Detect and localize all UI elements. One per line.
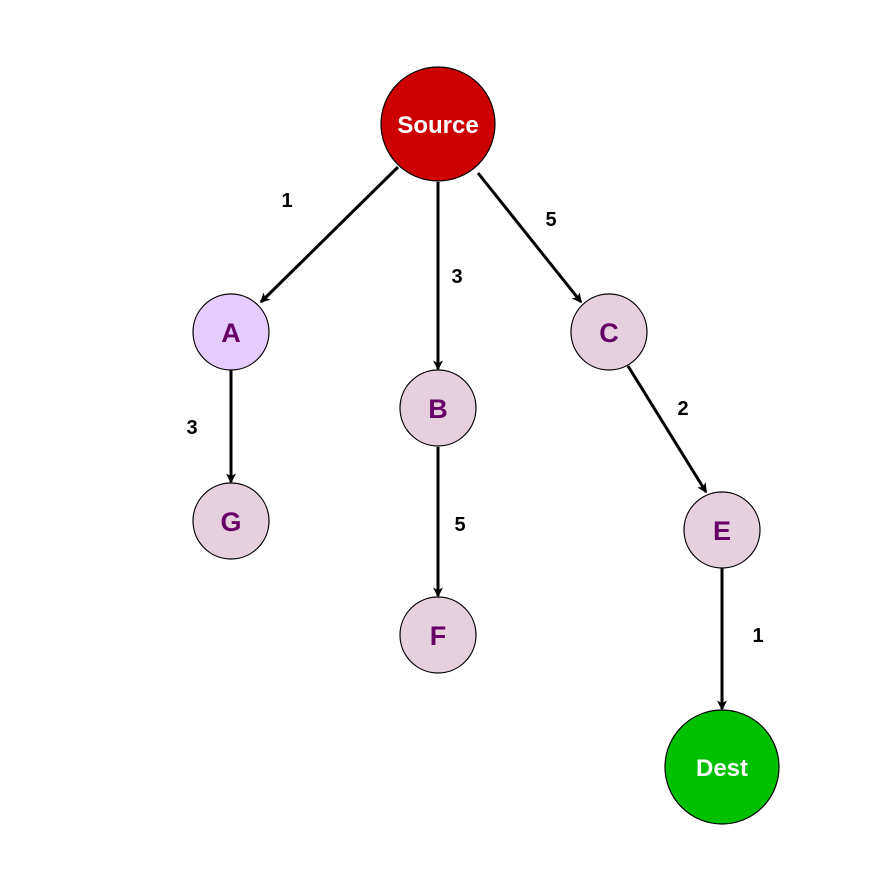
edge-source-c [476,172,583,304]
weight-b-f: 5 [454,514,465,536]
node-e-circle [683,491,761,569]
weight-e-dest: 1 [752,625,763,647]
node-a-label: A [221,318,241,348]
node-source-circle [380,66,496,182]
edge-labels: 1 3 5 3 5 2 1 [186,190,763,647]
node-e[interactable]: E [683,491,761,569]
node-dest[interactable]: Dest [664,709,780,825]
weight-a-g: 3 [186,417,197,439]
node-c-circle [570,293,648,371]
node-source[interactable]: Source [380,66,496,182]
edge-c-e [626,365,708,494]
node-c-label: C [599,318,619,348]
node-b-circle [399,369,477,447]
node-c[interactable]: C [570,293,648,371]
node-a[interactable]: A [192,293,270,371]
node-e-label: E [713,516,731,546]
edges [226,165,727,711]
node-g-circle [192,482,270,560]
weight-c-e: 2 [677,398,688,420]
node-g-label: G [220,507,241,537]
node-dest-circle [664,709,780,825]
node-dest-label: Dest [696,755,748,782]
node-b-label: B [428,394,448,424]
node-b[interactable]: B [399,369,477,447]
weight-source-c: 5 [545,209,556,231]
node-f-circle [399,596,477,674]
weight-source-a: 1 [281,190,292,212]
nodes: Source A B C G F [192,66,780,825]
node-f[interactable]: F [399,596,477,674]
edge-source-a [259,165,400,304]
node-source-label: Source [397,112,478,139]
node-g[interactable]: G [192,482,270,560]
weight-source-b: 3 [451,266,462,288]
node-a-circle [192,293,270,371]
node-f-label: F [430,621,447,651]
